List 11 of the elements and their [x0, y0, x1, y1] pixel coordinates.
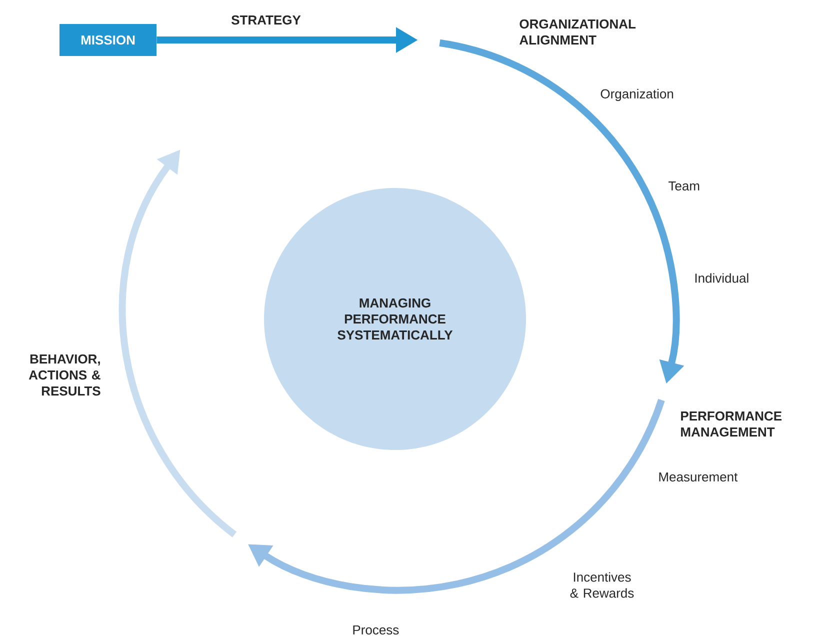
stage-heading: ORGANIZATIONAL ALIGNMENT [520, 19, 636, 45]
stage-heading: PERFORMANCE MANAGEMENT [681, 411, 782, 437]
stage-label: Team [668, 181, 700, 191]
mission-box: MISSION [60, 24, 156, 56]
stage-label: BEHAVIOR, ACTIONS & RESULTS [28, 354, 100, 396]
stage-label: Organization [600, 88, 674, 102]
stage-label: Process [353, 625, 399, 635]
stage-label: Individual [695, 273, 748, 283]
edge-label: STRATEGY [231, 15, 301, 25]
stage-label: Measurement [659, 472, 738, 482]
stage-label: Incentives & Rewards [570, 572, 634, 598]
